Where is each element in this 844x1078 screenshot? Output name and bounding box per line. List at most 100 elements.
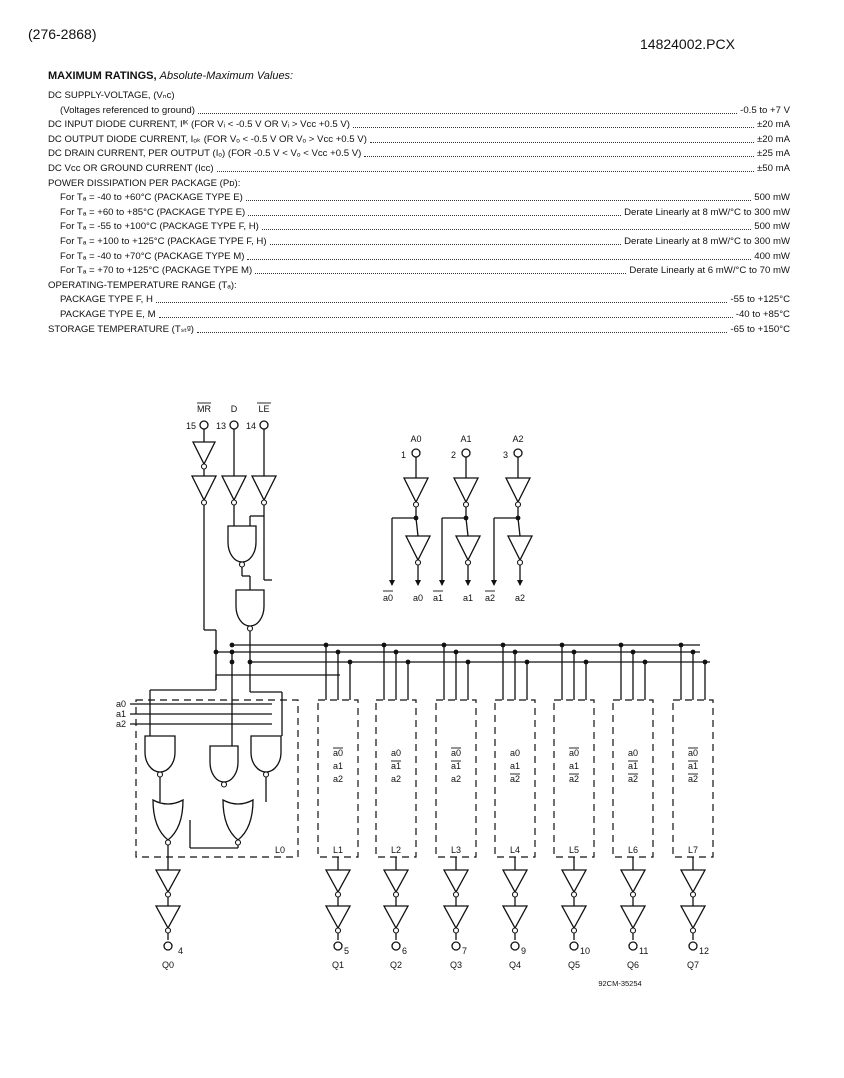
rating-row: For Tₐ = +100 to +125°C (PACKAGE TYPE F,… bbox=[60, 234, 790, 247]
label-text: 2 bbox=[451, 450, 456, 460]
pin-circle bbox=[333, 941, 343, 951]
leader-dots bbox=[155, 302, 728, 304]
junction-dot bbox=[642, 659, 648, 665]
leader-dots bbox=[197, 112, 738, 114]
label-text: a2 bbox=[569, 774, 579, 784]
rating-row: OPERATING-TEMPERATURE RANGE (Tₐ): bbox=[48, 278, 790, 291]
label-text: L7 bbox=[688, 845, 698, 855]
inverter-bubble bbox=[452, 891, 460, 898]
label-text: D bbox=[231, 404, 238, 414]
rating-row: DC Vᴄᴄ OR GROUND CURRENT (Iᴄᴄ)±50 mA bbox=[48, 161, 790, 174]
pin-circle bbox=[628, 941, 638, 951]
junction-dot bbox=[524, 659, 530, 665]
inverter-symbol bbox=[504, 477, 532, 504]
label-text: L5 bbox=[569, 845, 579, 855]
rating-value: Derate Linearly at 8 mW/°C to 300 mW bbox=[624, 236, 790, 247]
inverter-symbol bbox=[190, 475, 218, 502]
gate-bubble bbox=[238, 561, 246, 568]
nand-gate bbox=[144, 735, 176, 773]
pin-circle bbox=[163, 941, 173, 951]
junction-dot bbox=[465, 659, 471, 665]
rating-label: For Tₐ = -40 to +70°C (PACKAGE TYPE M) bbox=[60, 250, 245, 262]
inverter-bubble bbox=[230, 499, 238, 506]
junction-dot bbox=[559, 642, 565, 648]
rating-value: -40 to +85°C bbox=[735, 309, 790, 320]
rating-row: PACKAGE TYPE E, M -40 to +85°C bbox=[60, 307, 790, 320]
label-text: L4 bbox=[510, 845, 520, 855]
rating-row: (Voltages referenced to ground)-0.5 to +… bbox=[60, 103, 790, 116]
inverter-bubble bbox=[462, 501, 470, 508]
inverter-symbol bbox=[191, 441, 217, 466]
rating-label: DC OUTPUT DIODE CURRENT, Iₒₖ (FOR Vₒ < -… bbox=[48, 133, 367, 145]
inverter-symbol bbox=[324, 905, 352, 930]
label-text: a1 bbox=[391, 761, 401, 771]
inverter-bubble bbox=[200, 499, 208, 506]
inverter-bubble bbox=[200, 463, 208, 470]
wire bbox=[415, 517, 419, 537]
rating-label: STORAGE TEMPERATURE (Tₛₜᵍ) bbox=[48, 323, 194, 335]
label-text: A2 bbox=[512, 434, 523, 444]
rating-value: 400 mW bbox=[754, 250, 790, 262]
ratings-title-bold: MAXIMUM RATINGS, bbox=[48, 70, 157, 82]
label-text: a1 bbox=[628, 761, 638, 771]
leader-dots bbox=[269, 244, 622, 245]
inverter-symbol bbox=[324, 869, 352, 894]
junction-dot bbox=[347, 659, 353, 665]
inverter-bubble bbox=[392, 891, 400, 898]
label-text: a1 bbox=[463, 593, 473, 603]
pin-circle bbox=[688, 941, 698, 951]
rating-label: DC INPUT DIODE CURRENT, Iᴵᴷ (FOR Vᵢ < -0… bbox=[48, 119, 350, 131]
label-text: a1 bbox=[333, 761, 343, 771]
rating-value: ±20 mA bbox=[757, 133, 790, 145]
pin-circle bbox=[229, 420, 239, 430]
leader-dots bbox=[261, 229, 752, 231]
rating-value: 500 mW bbox=[754, 192, 790, 204]
label-text: a0 bbox=[391, 748, 401, 758]
rating-row: PACKAGE TYPE F, H-55 to +125°C bbox=[60, 292, 790, 305]
label-text: a0 bbox=[333, 748, 343, 758]
inverter-symbol bbox=[250, 475, 278, 502]
rating-value: -55 to +125°C bbox=[730, 294, 790, 306]
inverter-symbol bbox=[501, 869, 529, 894]
arrow-head bbox=[491, 580, 497, 586]
rating-row: For Tₐ = -40 to +60°C (PACKAGE TYPE E)50… bbox=[60, 190, 790, 203]
inverter-bubble bbox=[514, 501, 522, 508]
label-text: 11 bbox=[639, 946, 648, 956]
label-text: Q2 bbox=[390, 960, 402, 970]
label-text: Q6 bbox=[627, 960, 639, 970]
label-text: 12 bbox=[699, 946, 709, 956]
arrow-head bbox=[517, 580, 523, 586]
inverter-symbol bbox=[454, 535, 482, 562]
label-text: 10 bbox=[580, 946, 590, 956]
label-text: Q3 bbox=[450, 960, 462, 970]
label-text: MR bbox=[197, 404, 211, 414]
rating-row: STORAGE TEMPERATURE (Tₛₜᵍ) -65 to +150°C bbox=[48, 322, 790, 335]
inverter-symbol bbox=[220, 475, 248, 502]
rating-label: PACKAGE TYPE E, M bbox=[60, 309, 156, 320]
pin-circle bbox=[259, 420, 269, 430]
leader-dots bbox=[248, 214, 622, 216]
rating-label: For Tₐ = +100 to +125°C (PACKAGE TYPE F,… bbox=[60, 236, 267, 247]
rating-row: DC OUTPUT DIODE CURRENT, Iₒₖ (FOR Vₒ < -… bbox=[48, 132, 790, 145]
ratings-title-italic: Absolute-Maximum Values: bbox=[159, 70, 294, 82]
file-name: 14824002.PCX bbox=[640, 36, 735, 52]
junction-dot bbox=[500, 642, 506, 648]
document-code: (276-2868) bbox=[28, 26, 97, 42]
inverter-bubble bbox=[412, 501, 420, 508]
rating-value: 500 mW bbox=[754, 221, 790, 233]
inverter-symbol bbox=[619, 869, 647, 894]
label-text: a2 bbox=[391, 774, 401, 784]
pin-circle bbox=[391, 941, 401, 951]
leader-dots bbox=[158, 317, 733, 318]
label-text: Q0 bbox=[162, 960, 174, 970]
arrow-head bbox=[439, 580, 445, 586]
label-text: L3 bbox=[451, 845, 461, 855]
junction-dot bbox=[453, 649, 459, 655]
inverter-symbol bbox=[679, 905, 707, 930]
leader-dots bbox=[255, 273, 627, 275]
inverter-bubble bbox=[464, 559, 472, 566]
inverter-symbol bbox=[506, 535, 534, 562]
inverter-bubble bbox=[629, 927, 637, 934]
inverter-bubble bbox=[260, 499, 268, 506]
rating-value: -65 to +150°C bbox=[730, 323, 790, 335]
